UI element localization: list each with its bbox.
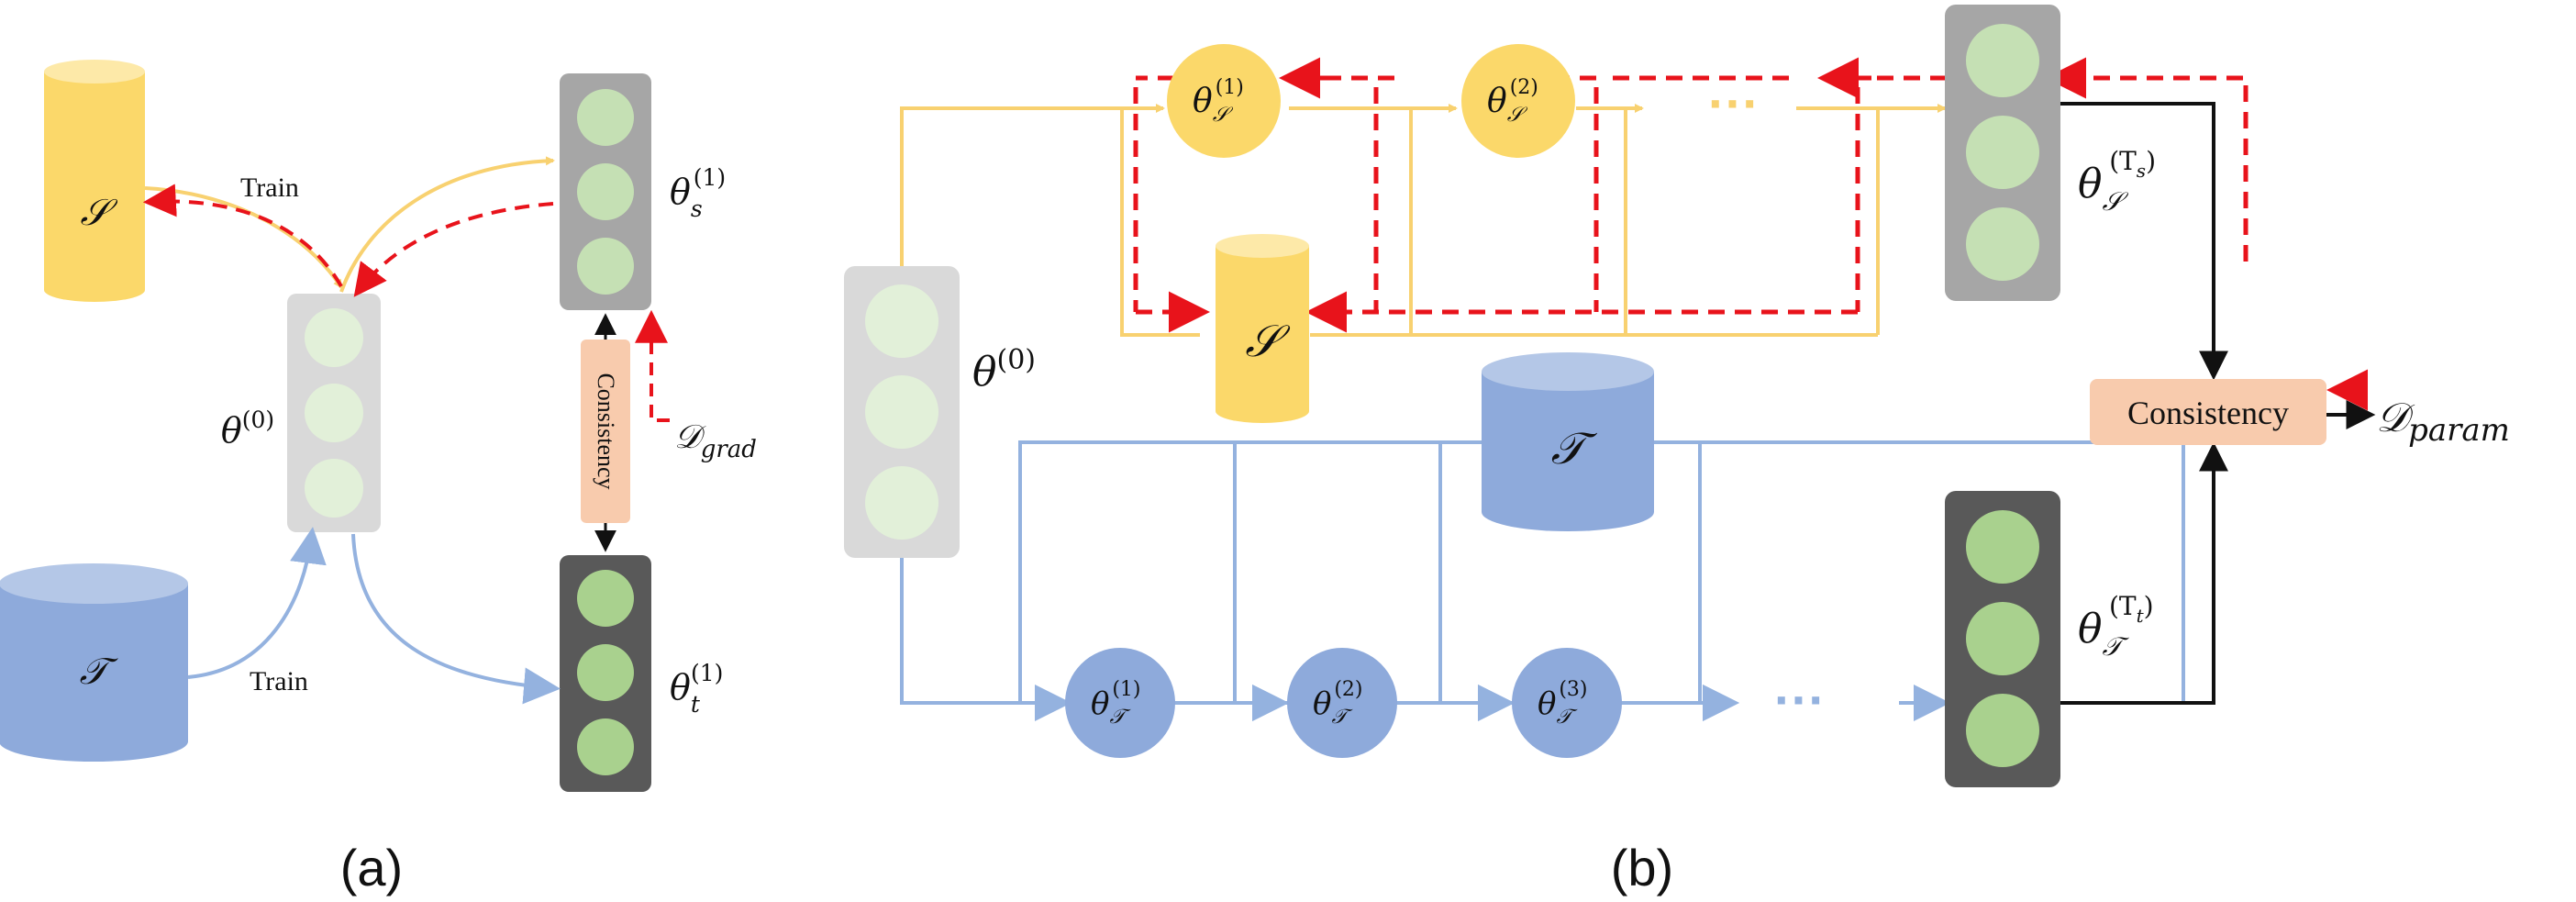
dgrad-label-a: 𝒟grad bbox=[674, 418, 757, 463]
theta-t-final-label-b: θ𝒯(Tt) bbox=[2078, 591, 2154, 662]
source-dataset-cylinder-a: 𝒮 bbox=[44, 60, 145, 302]
theta-t1-column-a bbox=[560, 555, 651, 792]
panel-b: 𝒮 𝒯 θ(0) θ𝒮(1) θ𝒮(2) ··· bbox=[844, 5, 2510, 896]
theta0-to-s1-arrow-a bbox=[339, 156, 555, 293]
caption-a: (a) bbox=[340, 839, 403, 896]
theta-s1-label-a: θs(1) bbox=[670, 164, 726, 222]
consistency-box-a: Consistency bbox=[581, 340, 630, 523]
theta0-column-b bbox=[844, 266, 960, 558]
source-ellipsis-b: ··· bbox=[1708, 74, 1760, 132]
target-dataset-cylinder-b: 𝒯 bbox=[1482, 352, 1654, 531]
theta-s-final-column-b bbox=[1945, 5, 2060, 301]
svg-text:Consistency: Consistency bbox=[2127, 395, 2289, 431]
target-node-3: θ𝒯(3) bbox=[1512, 648, 1622, 758]
target-node-2: θ𝒯(2) bbox=[1287, 648, 1397, 758]
train-label-bottom-a: Train bbox=[250, 666, 308, 696]
panel-a: 𝒮 𝒯 θ(0) θs(1) bbox=[0, 60, 757, 896]
target-dataset-cylinder-a: 𝒯 bbox=[0, 563, 188, 762]
source-dataset-cylinder-b: 𝒮 bbox=[1216, 234, 1309, 423]
dgrad-update-arrow-a bbox=[635, 309, 670, 422]
t-final-to-consistency-arrow-b bbox=[2060, 441, 2228, 705]
target-node-1: θ𝒯(1) bbox=[1065, 648, 1175, 758]
theta-s-final-label-b: θ𝒮(Ts) bbox=[2078, 146, 2156, 217]
theta0-to-source-grad-arrow-a bbox=[142, 184, 343, 288]
source-trajectory-lines-b bbox=[900, 106, 1943, 337]
theta0-to-t1-arrow-a bbox=[351, 533, 561, 705]
caption-b: (b) bbox=[1611, 839, 1673, 896]
svg-text:θ𝒮(2): θ𝒮(2) bbox=[1487, 76, 1538, 127]
gradient-flow-lines-b bbox=[1133, 75, 2248, 315]
theta0-label-a: θ(0) bbox=[221, 406, 274, 451]
target-ellipsis-b: ··· bbox=[1774, 671, 1826, 729]
theta0-label-b: θ(0) bbox=[972, 344, 1036, 395]
consistency-box-b: Consistency bbox=[2090, 379, 2326, 445]
theta-t-final-column-b bbox=[1945, 491, 2060, 787]
svg-text:Consistency: Consistency bbox=[593, 373, 619, 489]
source-node-2: θ𝒮(2) bbox=[1461, 44, 1575, 158]
theta-t1-label-a: θt(1) bbox=[670, 660, 723, 718]
theta0-column-a bbox=[287, 294, 381, 532]
train-label-top-a: Train bbox=[240, 173, 299, 203]
s-final-to-consistency-arrow-b bbox=[2060, 102, 2228, 381]
dparam-label-b: 𝒟param bbox=[2376, 395, 2510, 449]
target-train-arrow-a bbox=[187, 527, 327, 679]
source-node-1: θ𝒮(1) bbox=[1167, 44, 1281, 158]
theta-s1-column-a bbox=[560, 73, 651, 310]
s1-to-theta0-grad-arrow-a bbox=[353, 202, 554, 297]
